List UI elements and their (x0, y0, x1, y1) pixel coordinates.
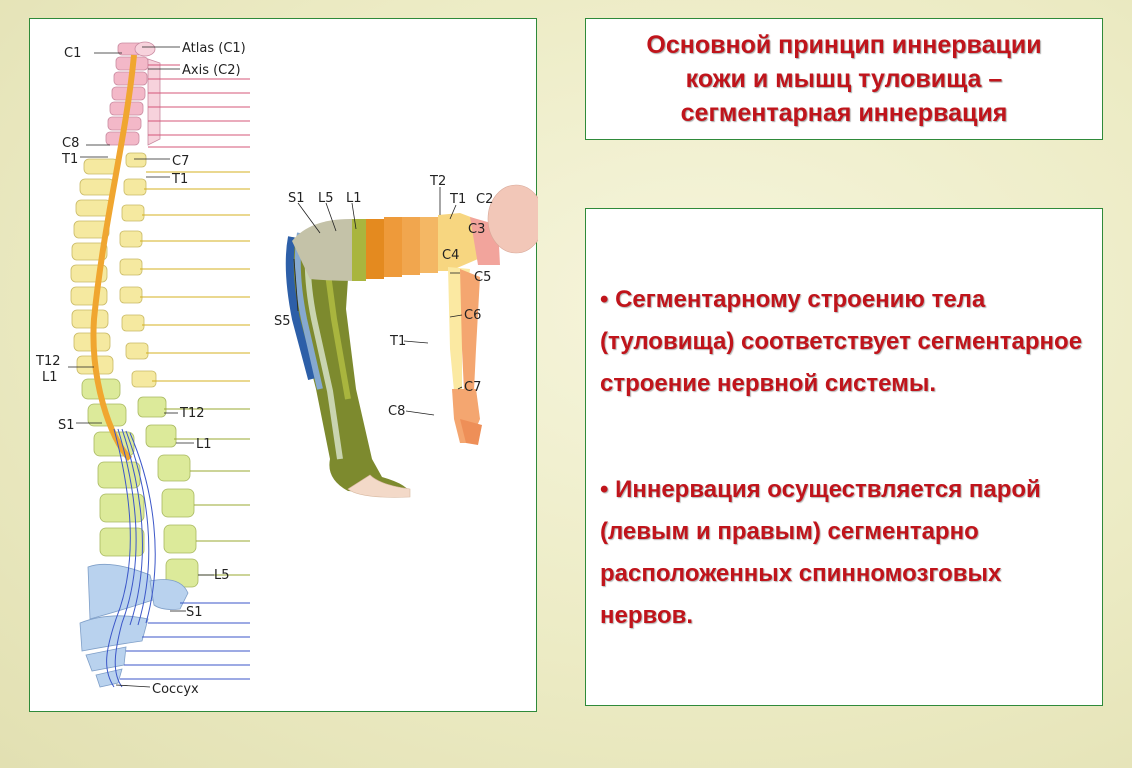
label-atlas: Atlas (C1) (182, 41, 246, 56)
label-t1-left: T1 (61, 152, 78, 167)
title-line-3: сегментарная иннервация (680, 99, 1008, 127)
label-t1-right: T1 (171, 172, 188, 187)
segmental-innervation-figure: C1 Atlas (C1) Axis (C2) C8 T1 C7 T1 T12 … (35, 41, 538, 697)
label-t12-left: T12 (35, 354, 60, 369)
label-l1-left: L1 (42, 370, 58, 385)
title-line-1: Основной принцип иннервации (646, 31, 1042, 59)
label-body-c6: C6 (464, 308, 481, 323)
figure-panel: C1 Atlas (C1) Axis (C2) C8 T1 C7 T1 T12 … (29, 18, 538, 712)
label-body-l1: L1 (346, 191, 362, 206)
label-t12-right: T12 (179, 406, 204, 421)
label-l1-right: L1 (196, 437, 212, 452)
label-c8: C8 (62, 136, 79, 151)
label-coccyx: Coccyx (152, 682, 199, 697)
label-s1-left: S1 (58, 418, 75, 433)
label-body-c7: C7 (464, 380, 481, 395)
dermatome-body (285, 184, 538, 498)
label-l5: L5 (214, 568, 230, 583)
bullet-segmental-structure: • Сегментарному строению тела (туловища)… (600, 286, 1083, 397)
label-body-t1: T1 (449, 192, 466, 207)
label-axis: Axis (C2) (182, 63, 241, 78)
label-body-c2: C2 (476, 192, 493, 207)
spine-labels: C1 Atlas (C1) Axis (C2) C8 T1 C7 T1 T12 … (35, 41, 246, 697)
label-body-l5: L5 (318, 191, 334, 206)
label-body-c8: C8 (388, 404, 405, 419)
label-body-c4: C4 (442, 248, 459, 263)
label-body-s5: S5 (274, 314, 291, 329)
bullet-paired-nerves: • Иннервация осуществляется парой (левым… (600, 476, 1041, 629)
slide-title: Основной принцип иннервации кожи и мышц … (646, 28, 1041, 130)
spinal-column (68, 41, 250, 688)
text-panel: • Сегментарному строению тела (туловища)… (585, 208, 1103, 706)
label-c1: C1 (64, 46, 81, 61)
label-body-s1: S1 (288, 191, 305, 206)
label-c7: C7 (172, 154, 189, 169)
label-body-c3: C3 (468, 222, 485, 237)
label-s1-right: S1 (186, 605, 203, 620)
title-line-2: кожи и мышц туловища – (685, 65, 1003, 93)
body-leader-lines (293, 187, 463, 416)
body-labels: S1 L5 L1 T2 T1 C2 C3 C4 C5 S5 C6 T1 C7 C… (274, 174, 493, 419)
label-body-t2: T2 (429, 174, 446, 189)
title-panel: Основной принцип иннервации кожи и мышц … (585, 18, 1103, 140)
label-body-c5: C5 (474, 270, 491, 285)
label-body-t1-arm: T1 (389, 334, 406, 349)
